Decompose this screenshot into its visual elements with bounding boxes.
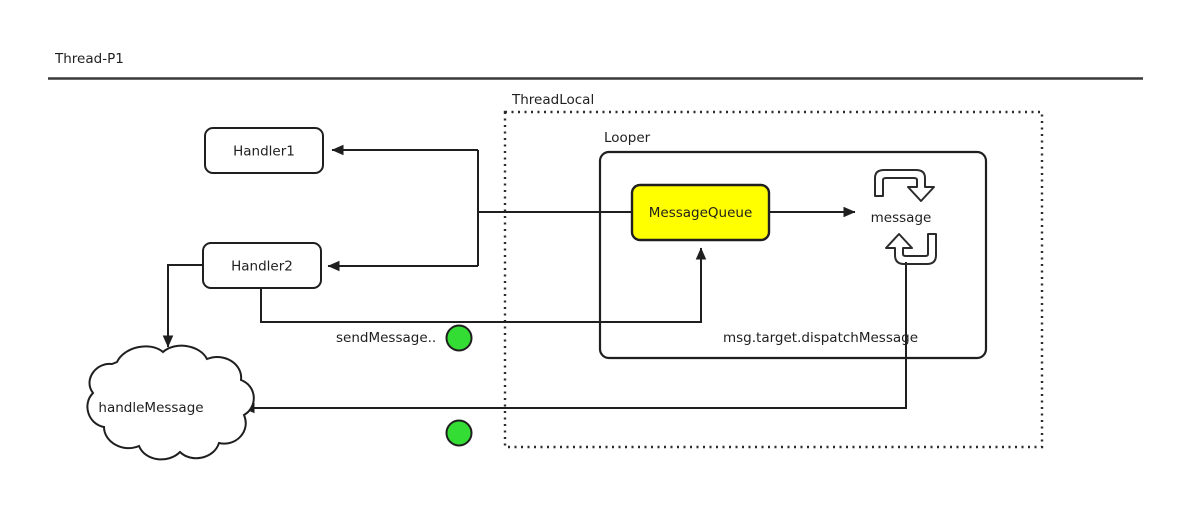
dispatch-message-marker-icon[interactable]: [445, 419, 473, 447]
handlemessage-cloud[interactable]: [86, 344, 255, 461]
messagequeue-box[interactable]: [630, 183, 771, 242]
node-message[interactable]: message: [871, 169, 937, 265]
edge-label-layer: sendMessage.. msg.target.dispatchMessage: [336, 330, 918, 346]
handler1-box[interactable]: [204, 127, 324, 174]
edge-message-to-handlemessage: [242, 262, 907, 414]
swimlane-title: Thread-P1: [54, 51, 124, 67]
edge-handler2-to-messagequeue: [260, 247, 707, 323]
message-loop-bottom-icon: [885, 233, 937, 265]
swimlane-header: Thread-P1: [48, 51, 1143, 80]
handler2-box[interactable]: [202, 242, 322, 289]
message-label: message: [871, 210, 932, 226]
dispatch-message-label: msg.target.dispatchMessage: [723, 330, 918, 346]
messagequeue-label: MessageQueue: [649, 205, 753, 221]
message-loop-top-icon: [874, 169, 935, 202]
handlemessage-label: handleMessage: [98, 400, 203, 416]
send-message-marker-icon[interactable]: [445, 324, 473, 352]
send-message-label: sendMessage..: [336, 330, 436, 346]
handler1-label: Handler1: [233, 144, 295, 160]
looper-container: Looper: [598, 130, 988, 360]
threadlocal-container: ThreadLocal: [503, 92, 1044, 449]
edge-layer: [162, 144, 907, 414]
looper-label: Looper: [604, 130, 651, 146]
node-handler1[interactable]: Handler1: [204, 127, 324, 174]
edge-handler2-to-handlemessage: [162, 264, 203, 348]
handler2-label: Handler2: [231, 259, 293, 275]
node-handlemessage[interactable]: handleMessage: [86, 344, 255, 461]
threadlocal-label: ThreadLocal: [511, 92, 594, 108]
threadlocal-border: [503, 110, 1044, 449]
node-messagequeue[interactable]: MessageQueue: [630, 183, 771, 242]
node-handler2[interactable]: Handler2: [202, 242, 322, 289]
marker-layer: [445, 324, 473, 447]
looper-border: [598, 150, 988, 360]
